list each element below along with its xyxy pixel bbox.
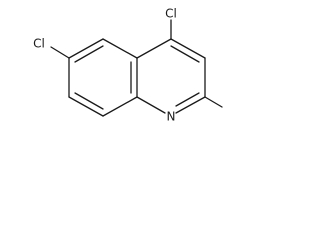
bond-c8-c7 xyxy=(68,96,104,117)
bond-c4a-c4 xyxy=(136,38,172,59)
bond-c5-c6 xyxy=(68,38,104,59)
bond-c2-n1-inner xyxy=(175,92,200,107)
molecule-structure: Cl Cl N xyxy=(33,7,223,124)
bond-c8-c7-inner xyxy=(74,92,104,110)
bond-c5-c6-inner xyxy=(74,45,104,63)
atom-label-cl-top: Cl xyxy=(165,7,177,21)
bond-c2-n1 xyxy=(175,96,206,114)
bond-c6-c4a xyxy=(102,38,138,59)
bond-c2-methyl xyxy=(204,96,223,108)
bond-c6-cl xyxy=(50,46,70,59)
bond-n1-c8a xyxy=(136,96,166,114)
bond-c4-c3-inner xyxy=(170,45,200,63)
atom-label-n: N xyxy=(167,110,176,124)
atom-label-cl-left: Cl xyxy=(33,37,45,51)
bond-c8a-c8 xyxy=(102,96,138,117)
bond-c4-c3 xyxy=(170,38,206,59)
